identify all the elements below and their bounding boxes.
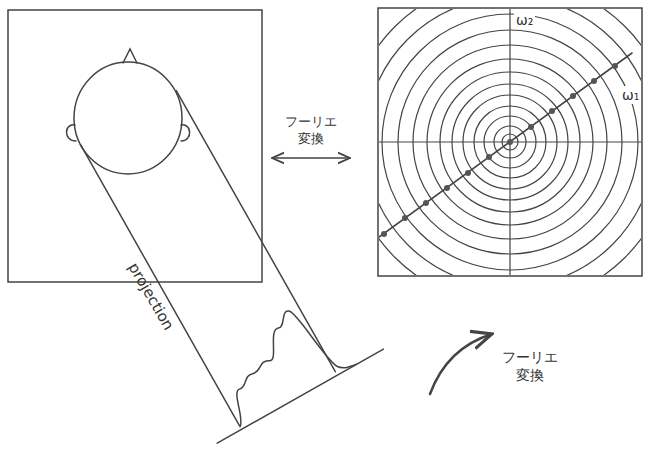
ear [181, 125, 190, 141]
projection-label: projection [123, 260, 177, 335]
double-arrow [272, 157, 350, 159]
projection-profile [202, 294, 357, 429]
axis-label: ω₂ [514, 11, 535, 29]
frequency-frame [378, 8, 642, 276]
projection-ray [81, 145, 240, 426]
curved-arrow [430, 334, 492, 394]
ear [67, 125, 77, 141]
sample-dots [381, 63, 618, 237]
transform-label: フーリエ 変換 [500, 348, 560, 384]
projection-axis [217, 349, 383, 443]
axis-label: ω₁ [620, 86, 641, 104]
hair-tuft [123, 49, 137, 63]
head-outline [74, 62, 182, 174]
transform-label: フーリエ 変換 [281, 114, 341, 148]
